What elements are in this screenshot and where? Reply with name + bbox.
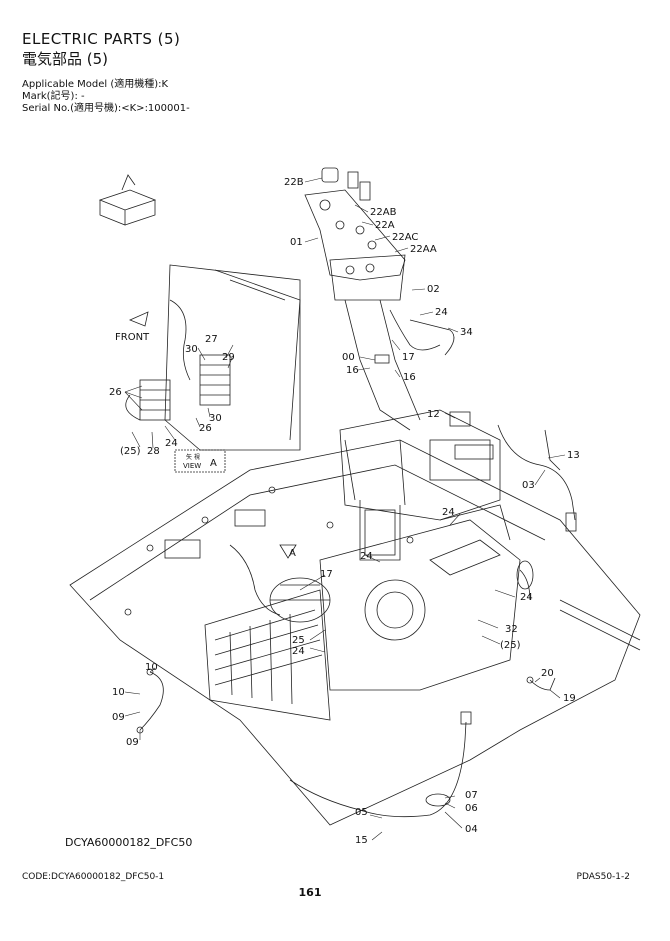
control-stand [339,409,501,521]
drawing-code: DCYA60000182_DFC50 [65,836,193,849]
callout-24-mid: 24 [442,507,455,518]
floor-plate [69,439,641,826]
callout-27: 27 [205,334,218,345]
orientation-icon [98,174,157,226]
callout-22AC: 22AC [392,232,418,243]
callout-30-a: 30 [185,344,198,355]
callout-00: 00 [342,352,355,363]
front-label: FRONT [115,332,150,343]
callout-06: 06 [465,803,478,814]
callout-24-center: 24 [360,551,373,562]
page-number: 161 [298,886,322,899]
callout-25-detail: (25) [120,446,141,457]
view-a-marker [279,544,297,559]
engine-block [319,519,521,691]
callout-25-right: (25) [500,640,521,651]
callout-22AA: 22AA [410,244,437,255]
applicable-model: Applicable Model (適用機種):K [22,79,169,90]
page-title-jp: 電気部品 (5) [22,50,109,68]
detail-view-a [164,264,301,451]
callout-04: 04 [465,824,478,835]
callout-22AB: 22AB [370,207,397,218]
callout-10-top: 10 [145,662,158,673]
callout-01: 01 [290,237,303,248]
callout-26-left: 26 [109,387,122,398]
callout-17-mid: 17 [320,569,333,580]
callout-22B: 22B [284,177,304,188]
callout-17-top: 17 [402,352,415,363]
callout-24-right: 24 [520,592,533,603]
callout-09-lower: 09 [126,737,139,748]
fan [364,579,426,641]
view-label: VIEW [183,462,201,470]
view-label-jp: 矢 視 [186,453,200,461]
callout-13: 13 [567,450,580,461]
callout-34: 34 [460,327,473,338]
callout-24-low: 24 [292,646,305,657]
callout-16-left: 16 [346,365,359,376]
callout-16-right: 16 [403,372,416,383]
mark: Mark(記号): - [22,91,85,102]
callout-30-b: 30 [209,413,222,424]
callout-12: 12 [427,409,440,420]
footer-code: CODE:DCYA60000182_DFC50-1 [22,872,165,882]
switch-panel [304,189,406,281]
radiator [204,589,331,721]
callout-22A: 22A [375,220,395,231]
callout-07: 07 [465,790,478,801]
callout-10-left: 10 [112,687,125,698]
callout-29: 29 [222,352,235,363]
serial-number: Serial No.(適用号機):<K>:100001- [22,103,190,114]
callout-15: 15 [355,835,368,846]
callout-02: 02 [427,284,440,295]
callout-20: 20 [541,668,554,679]
callout-24-top: 24 [435,307,448,318]
callout-19: 19 [563,693,576,704]
view-a-marker-letter: A [289,548,296,559]
callout-25-mid: 25 [292,635,305,646]
callout-03: 03 [522,480,535,491]
page-title-en: ELECTRIC PARTS (5) [22,30,181,48]
callout-24-detail: 24 [165,438,178,449]
front-arrow [128,311,149,327]
callout-26-right: 26 [199,423,212,434]
callout-09-upper: 09 [112,712,125,723]
page-reference: PDAS50-1-2 [576,872,630,882]
callout-28: 28 [147,446,160,457]
callout-05: 05 [355,807,368,818]
view-label-letter: A [210,458,217,469]
callout-32: 32 [505,624,518,635]
